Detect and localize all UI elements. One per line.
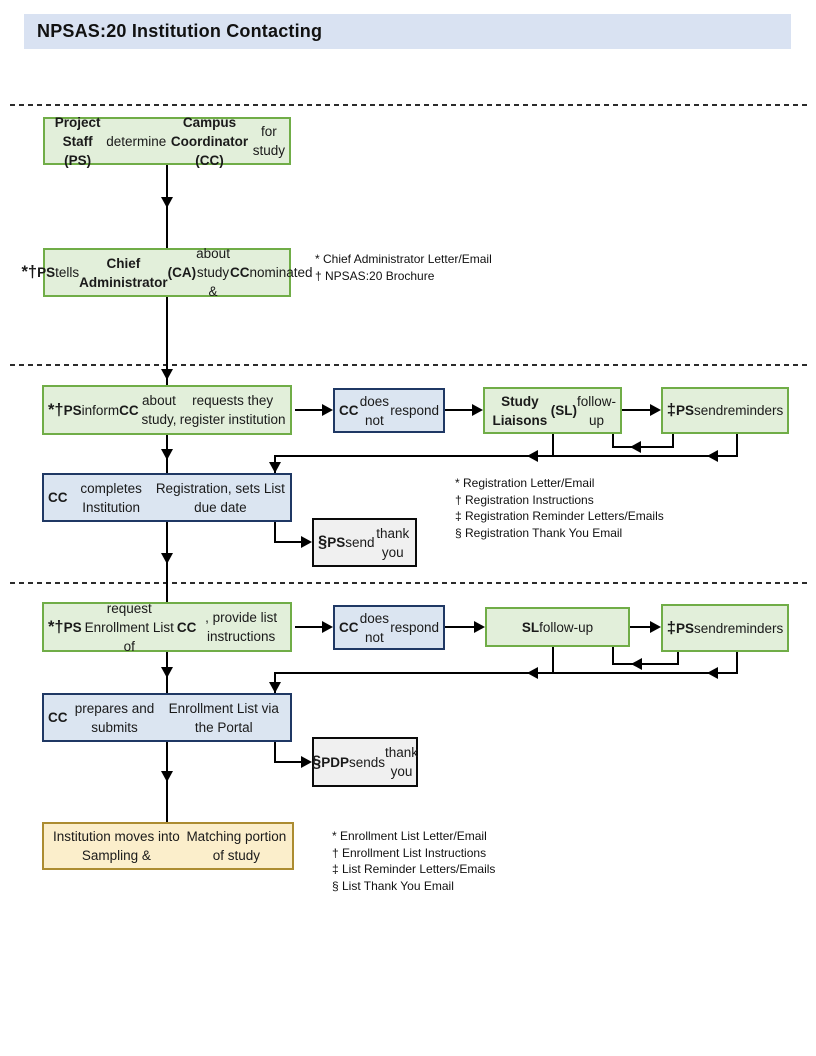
connector-segment	[274, 541, 302, 543]
connector-segment	[622, 409, 650, 411]
footnote-line: * Chief Administrator Letter/Email	[315, 252, 492, 266]
connector-segment	[445, 409, 473, 411]
connector-segment	[552, 647, 554, 674]
footnote-line: † NPSAS:20 Brochure	[315, 268, 435, 283]
connector-segment	[612, 647, 614, 665]
footnote-line: § List Thank You Email	[332, 878, 454, 893]
box-sl-followup-2: SL follow-up	[485, 607, 630, 647]
arrowhead-down	[161, 553, 173, 564]
connector-segment	[552, 434, 554, 457]
section-divider-1	[10, 104, 807, 106]
arrowhead-right	[322, 404, 333, 416]
box-sl-followup-1: Study Liaisons(SL) follow-up	[483, 387, 622, 434]
arrowhead-right	[474, 621, 485, 633]
connector-segment	[612, 434, 614, 448]
arrowhead-left	[707, 450, 718, 462]
arrowhead-down	[269, 462, 281, 473]
connector-segment	[613, 446, 674, 448]
arrowhead-down	[161, 667, 173, 678]
connector-segment	[736, 652, 738, 674]
arrowhead-down	[269, 682, 281, 693]
footnotes-admin: * Chief Administrator Letter/Email † NPS…	[315, 251, 492, 284]
connector-segment	[736, 434, 738, 457]
connector-segment	[630, 626, 651, 628]
connector-segment	[166, 297, 168, 385]
box-sampling: Institution moves into Sampling &Matchin…	[42, 822, 294, 870]
connector-segment	[295, 409, 323, 411]
footnotes-enrollment: * Enrollment List Letter/Email † Enrollm…	[332, 828, 495, 894]
connector-segment	[274, 522, 276, 543]
footnote-line: † Enrollment List Instructions	[332, 845, 487, 860]
footnote-line: § Registration Thank You Email	[455, 525, 623, 540]
arrowhead-left	[630, 441, 641, 453]
footnote-line: * Registration Letter/Email	[455, 476, 595, 490]
connector-segment	[166, 742, 168, 822]
connector-segment	[274, 672, 738, 674]
connector-segment	[274, 742, 276, 763]
footnote-line: ‡ Registration Reminder Letters/Emails	[455, 509, 664, 523]
connector-segment	[672, 434, 674, 448]
arrowhead-down	[161, 369, 173, 380]
arrowhead-down	[161, 449, 173, 460]
arrowhead-right	[301, 536, 312, 548]
page-title: NPSAS:20 Institution Contacting	[37, 21, 323, 41]
arrowhead-left	[527, 450, 538, 462]
connector-segment	[295, 626, 323, 628]
box-tell-ca: *† PS tells Chief Administrator(CA) abou…	[21, 246, 313, 299]
title-bar: NPSAS:20 Institution Contacting	[24, 14, 791, 49]
arrowhead-right	[301, 756, 312, 768]
connector-segment	[677, 652, 679, 665]
connector-segment	[445, 626, 474, 628]
footnotes-registration: * Registration Letter/Email † Registrati…	[455, 475, 664, 541]
connector-segment	[274, 761, 302, 763]
footnote-line: * Enrollment List Letter/Email	[332, 829, 487, 843]
arrowhead-right	[472, 404, 483, 416]
section-divider-2	[10, 364, 807, 366]
arrowhead-left	[707, 667, 718, 679]
arrowhead-left	[527, 667, 538, 679]
arrowhead-down	[161, 197, 173, 208]
box-inform-cc: *† PS inform CC about study,requests the…	[42, 385, 292, 435]
connector-segment	[613, 663, 679, 665]
arrowhead-down	[161, 771, 173, 782]
arrowhead-left	[631, 658, 642, 670]
section-divider-3	[10, 582, 807, 584]
footnote-line: † Registration Instructions	[455, 492, 594, 507]
arrowhead-right	[650, 621, 661, 633]
footnote-line: ‡ List Reminder Letters/Emails	[332, 862, 496, 876]
arrowhead-right	[650, 404, 661, 416]
connector-segment	[274, 455, 738, 457]
arrowhead-right	[322, 621, 333, 633]
